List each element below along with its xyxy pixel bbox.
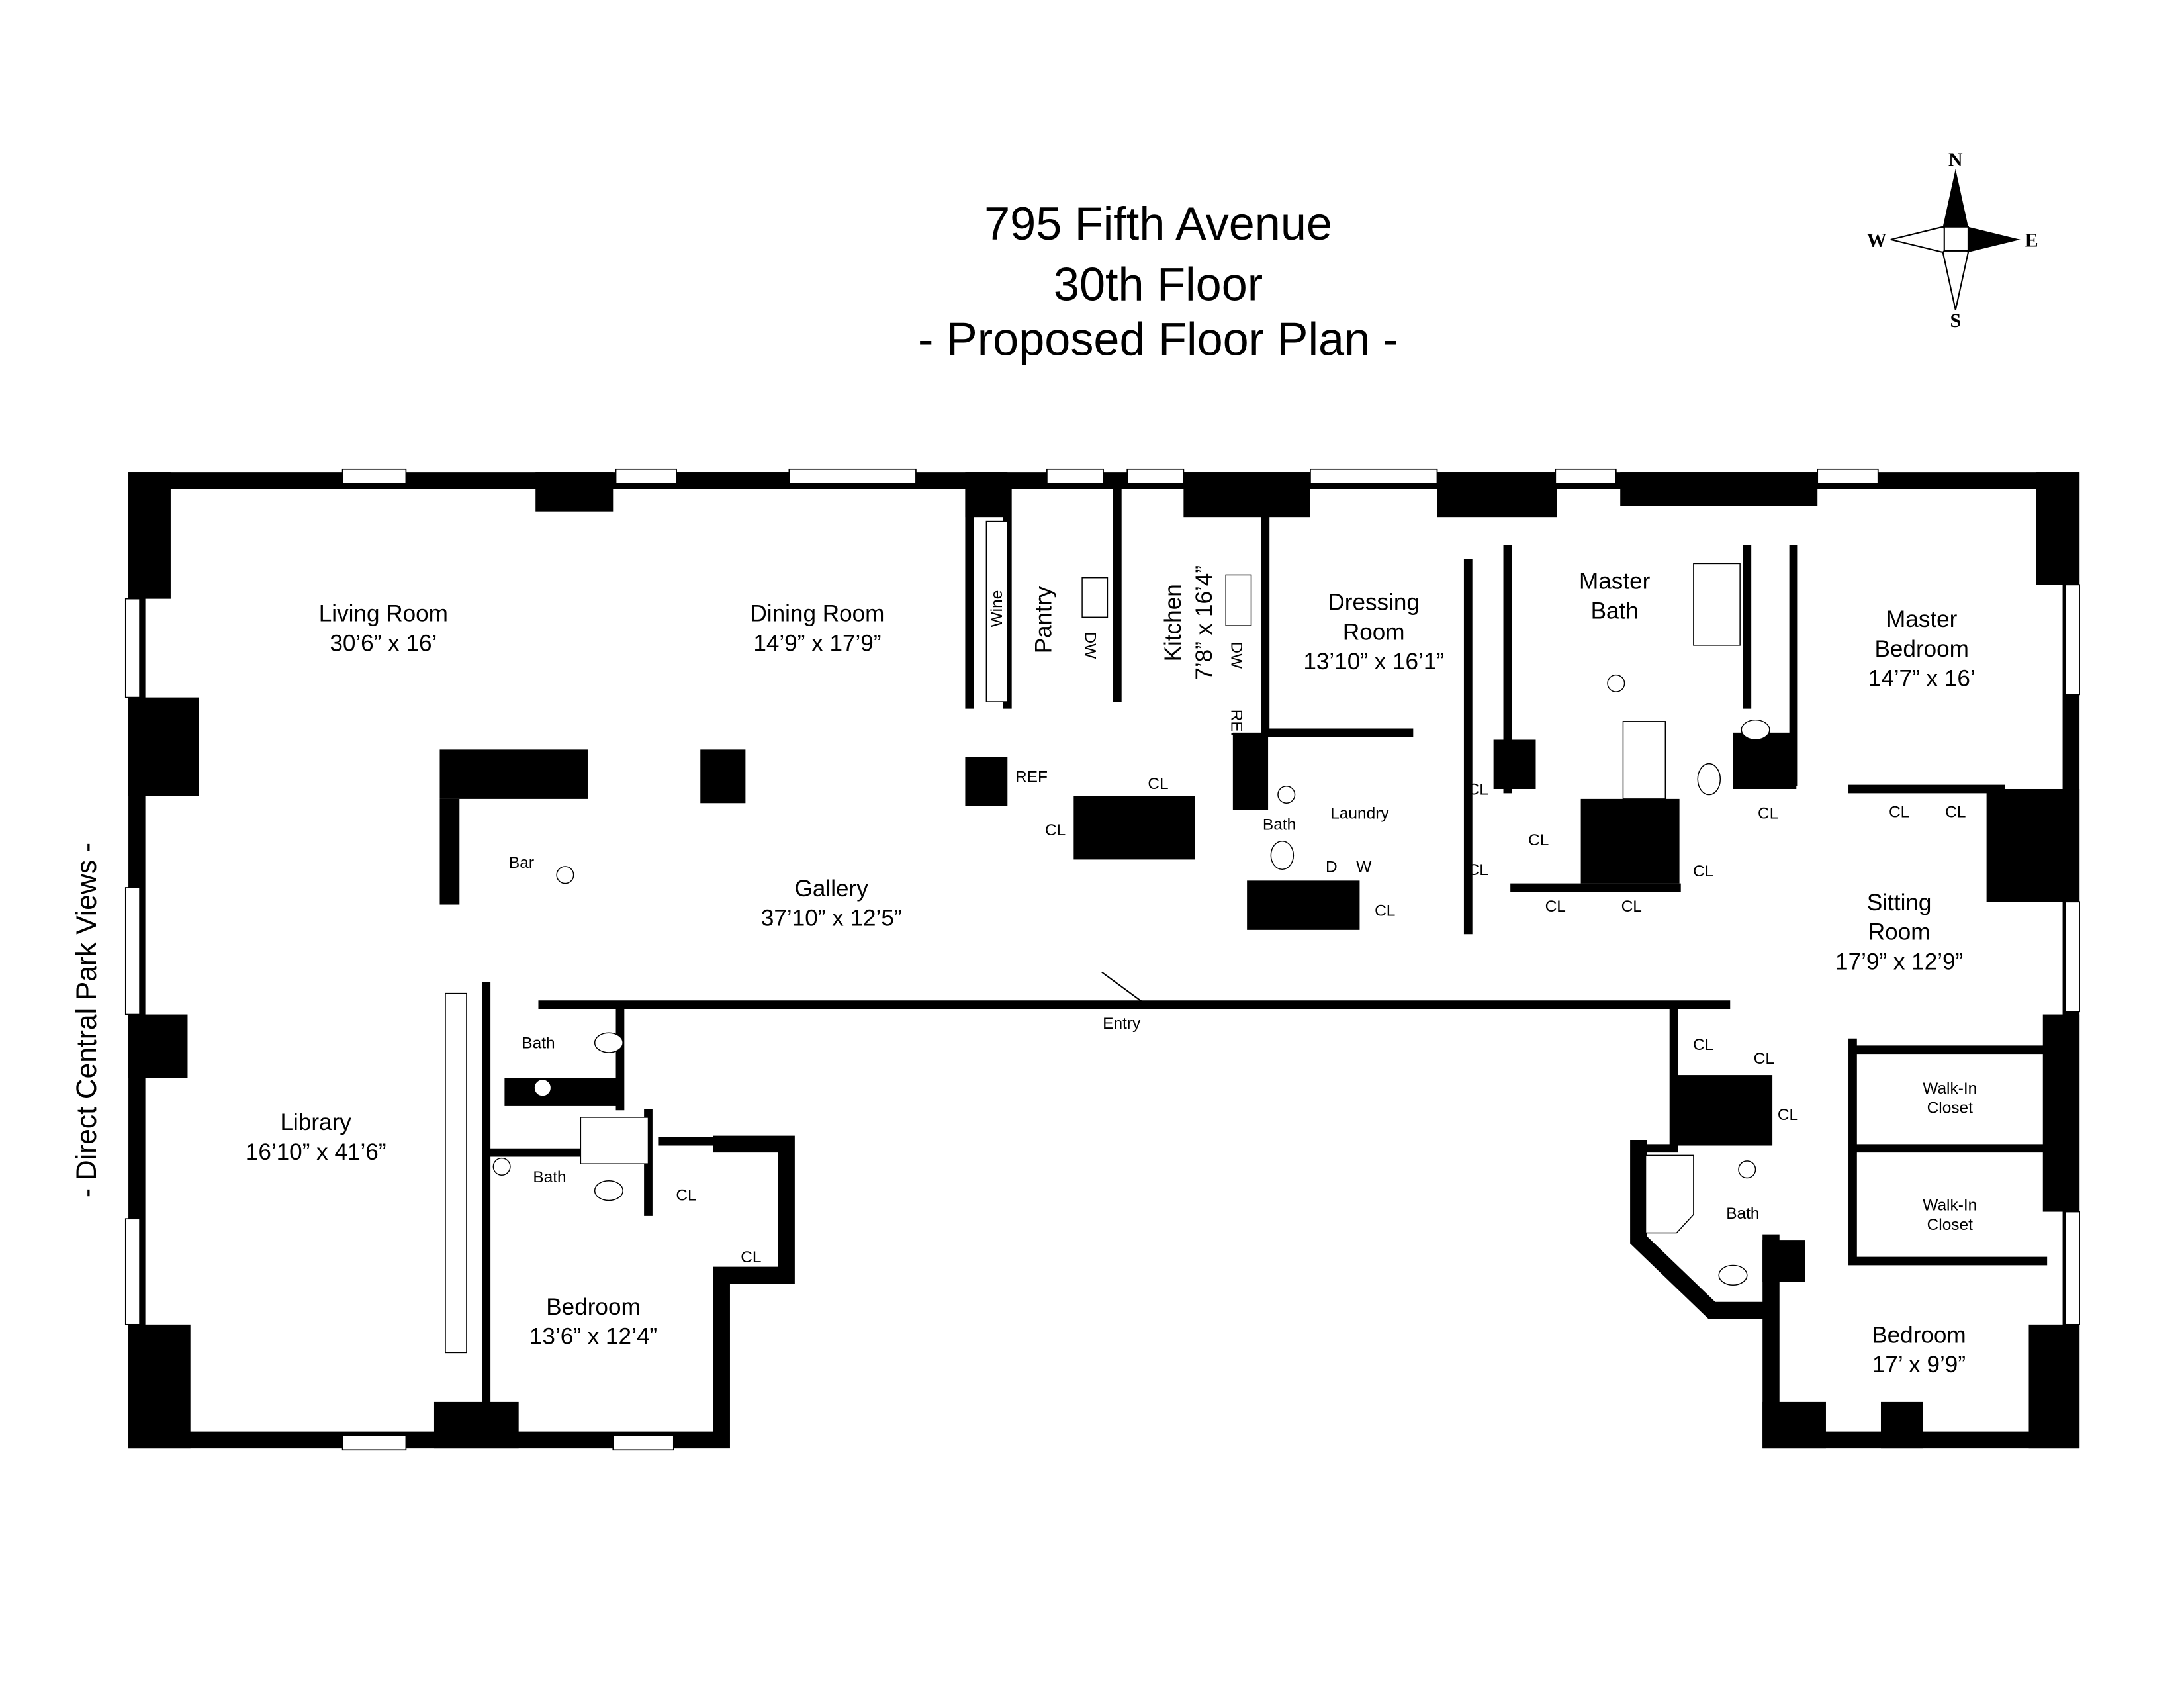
closet-label: CL (741, 1248, 761, 1266)
pantry-sink-icon (1081, 577, 1109, 618)
bedroom-1-name: Bedroom (546, 1294, 640, 1320)
sink-icon (492, 1157, 511, 1176)
title-subtitle: - Proposed Floor Plan - (918, 312, 1398, 365)
closet-label: CL (1468, 861, 1488, 879)
closet-label: CL (1945, 804, 1966, 821)
wine-label: Wine (988, 590, 1006, 628)
sink-icon (1277, 785, 1296, 804)
sink-icon (1738, 1160, 1756, 1179)
toilet-icon (594, 1032, 623, 1053)
entry-label: Entry (1103, 1015, 1141, 1033)
toilet-icon (1270, 840, 1295, 870)
sink-icon (556, 866, 574, 884)
bedroom-2-dims: 17’ x 9’9” (1872, 1352, 1966, 1378)
dressing-room-name-1: Dressing (1328, 590, 1420, 616)
toilet-icon (1718, 1264, 1748, 1286)
washer-label: W (1356, 859, 1372, 876)
master-bedroom-name-2: Bedroom (1874, 636, 1968, 662)
dining-room-dims: 14’9” x 17’9” (753, 630, 881, 656)
exterior-walls (128, 472, 2080, 1449)
kitchen-dw-label: DW (1228, 641, 1246, 669)
closet-label: CL (1545, 898, 1566, 915)
kitchen-dims: 7’8” x 16’4” (1191, 565, 1217, 680)
sink-icon (1607, 674, 1625, 692)
bath-label: Bath (1263, 816, 1296, 834)
closet-label: CL (1148, 775, 1168, 793)
title-address: 795 Fifth Avenue (984, 197, 1332, 250)
bath-label: Bath (522, 1035, 555, 1053)
walk-in-closet-1-name-1: Walk-In (1923, 1080, 1977, 1098)
laundry-label: Laundry (1330, 805, 1389, 823)
sitting-room-name-2: Room (1868, 919, 1931, 945)
pantry-label: Pantry (1030, 586, 1056, 653)
interior-walls (439, 481, 2048, 1266)
compass-e: E (2025, 229, 2038, 251)
sitting-room-name-1: Sitting (1867, 890, 1932, 915)
closet-label: CL (1045, 821, 1066, 839)
shower-icon (580, 1117, 649, 1164)
master-bedroom-dims: 14’7” x 16’ (1868, 666, 1976, 692)
closet-label: CL (1778, 1106, 1798, 1124)
dressing-room-name-2: Room (1343, 619, 1405, 645)
side-note: - Direct Central Park Views - (71, 843, 103, 1197)
shower-icon (1645, 1154, 1694, 1234)
fixtures (445, 520, 1770, 1354)
gallery-ref-label: REF (1015, 768, 1048, 786)
kitchen-ref-label: REF (1228, 710, 1246, 742)
compass-w: W (1867, 229, 1887, 251)
bedroom-2-name: Bedroom (1872, 1323, 1966, 1348)
kitchen-name: Kitchen (1160, 584, 1186, 661)
bar-label: Bar (509, 854, 534, 872)
master-bath-name-2: Bath (1591, 598, 1639, 624)
library-shelving (445, 992, 467, 1354)
closet-label: CL (1889, 804, 1909, 821)
library-name: Library (281, 1109, 352, 1135)
toilet-icon (1697, 763, 1721, 796)
walk-in-closet-1-name-2: Closet (1927, 1100, 1974, 1117)
pantry-dw-label: DW (1081, 632, 1099, 659)
bathtub-icon (1693, 563, 1741, 646)
closet-label: CL (1621, 898, 1642, 915)
kitchen-sink-icon (1225, 574, 1252, 626)
living-room-name: Living Room (319, 601, 448, 627)
bath-label: Bath (1726, 1205, 1759, 1223)
toilet-icon (594, 1180, 623, 1201)
shower-icon (1622, 721, 1666, 800)
bath-label: Bath (533, 1168, 566, 1186)
closet-label: CL (1693, 1036, 1713, 1054)
compass-s: S (1950, 310, 1962, 332)
entry-door-icon (1101, 971, 1145, 1004)
walk-in-closet-2-name-2: Closet (1927, 1216, 1974, 1234)
gallery-dims: 37’10” x 12’5” (761, 905, 902, 931)
closet-label: CL (1758, 805, 1778, 823)
walk-in-closet-2-name-1: Walk-In (1923, 1196, 1977, 1214)
bedroom-1-dims: 13’6” x 12’4” (529, 1324, 657, 1350)
compass-rose-icon: N S E W (1867, 149, 2038, 332)
title-floor: 30th Floor (1054, 258, 1263, 310)
master-bedroom-name-1: Master (1886, 606, 1958, 632)
compass-n: N (1948, 149, 1963, 171)
closet-label: CL (1375, 902, 1395, 920)
master-bath-name-1: Master (1579, 569, 1651, 594)
closet-label: CL (1528, 831, 1549, 849)
sitting-room-dims: 17’9” x 12’9” (1835, 949, 1963, 974)
windows (124, 468, 2080, 1451)
sink-icon (533, 1078, 552, 1097)
toilet-icon (1741, 719, 1770, 741)
closet-label: CL (676, 1187, 696, 1205)
wine-rack (985, 520, 1009, 702)
closet-label: CL (1693, 863, 1713, 880)
library-dims: 16’10” x 41’6” (246, 1139, 387, 1165)
dressing-room-dims: 13’10” x 16’1” (1303, 649, 1444, 675)
living-room-dims: 30’6” x 16’ (330, 630, 437, 656)
gallery-name: Gallery (795, 876, 869, 902)
closet-label: CL (1754, 1050, 1774, 1068)
dining-room-name: Dining Room (750, 601, 884, 627)
dryer-label: D (1326, 859, 1338, 876)
closet-label: CL (1468, 781, 1488, 799)
